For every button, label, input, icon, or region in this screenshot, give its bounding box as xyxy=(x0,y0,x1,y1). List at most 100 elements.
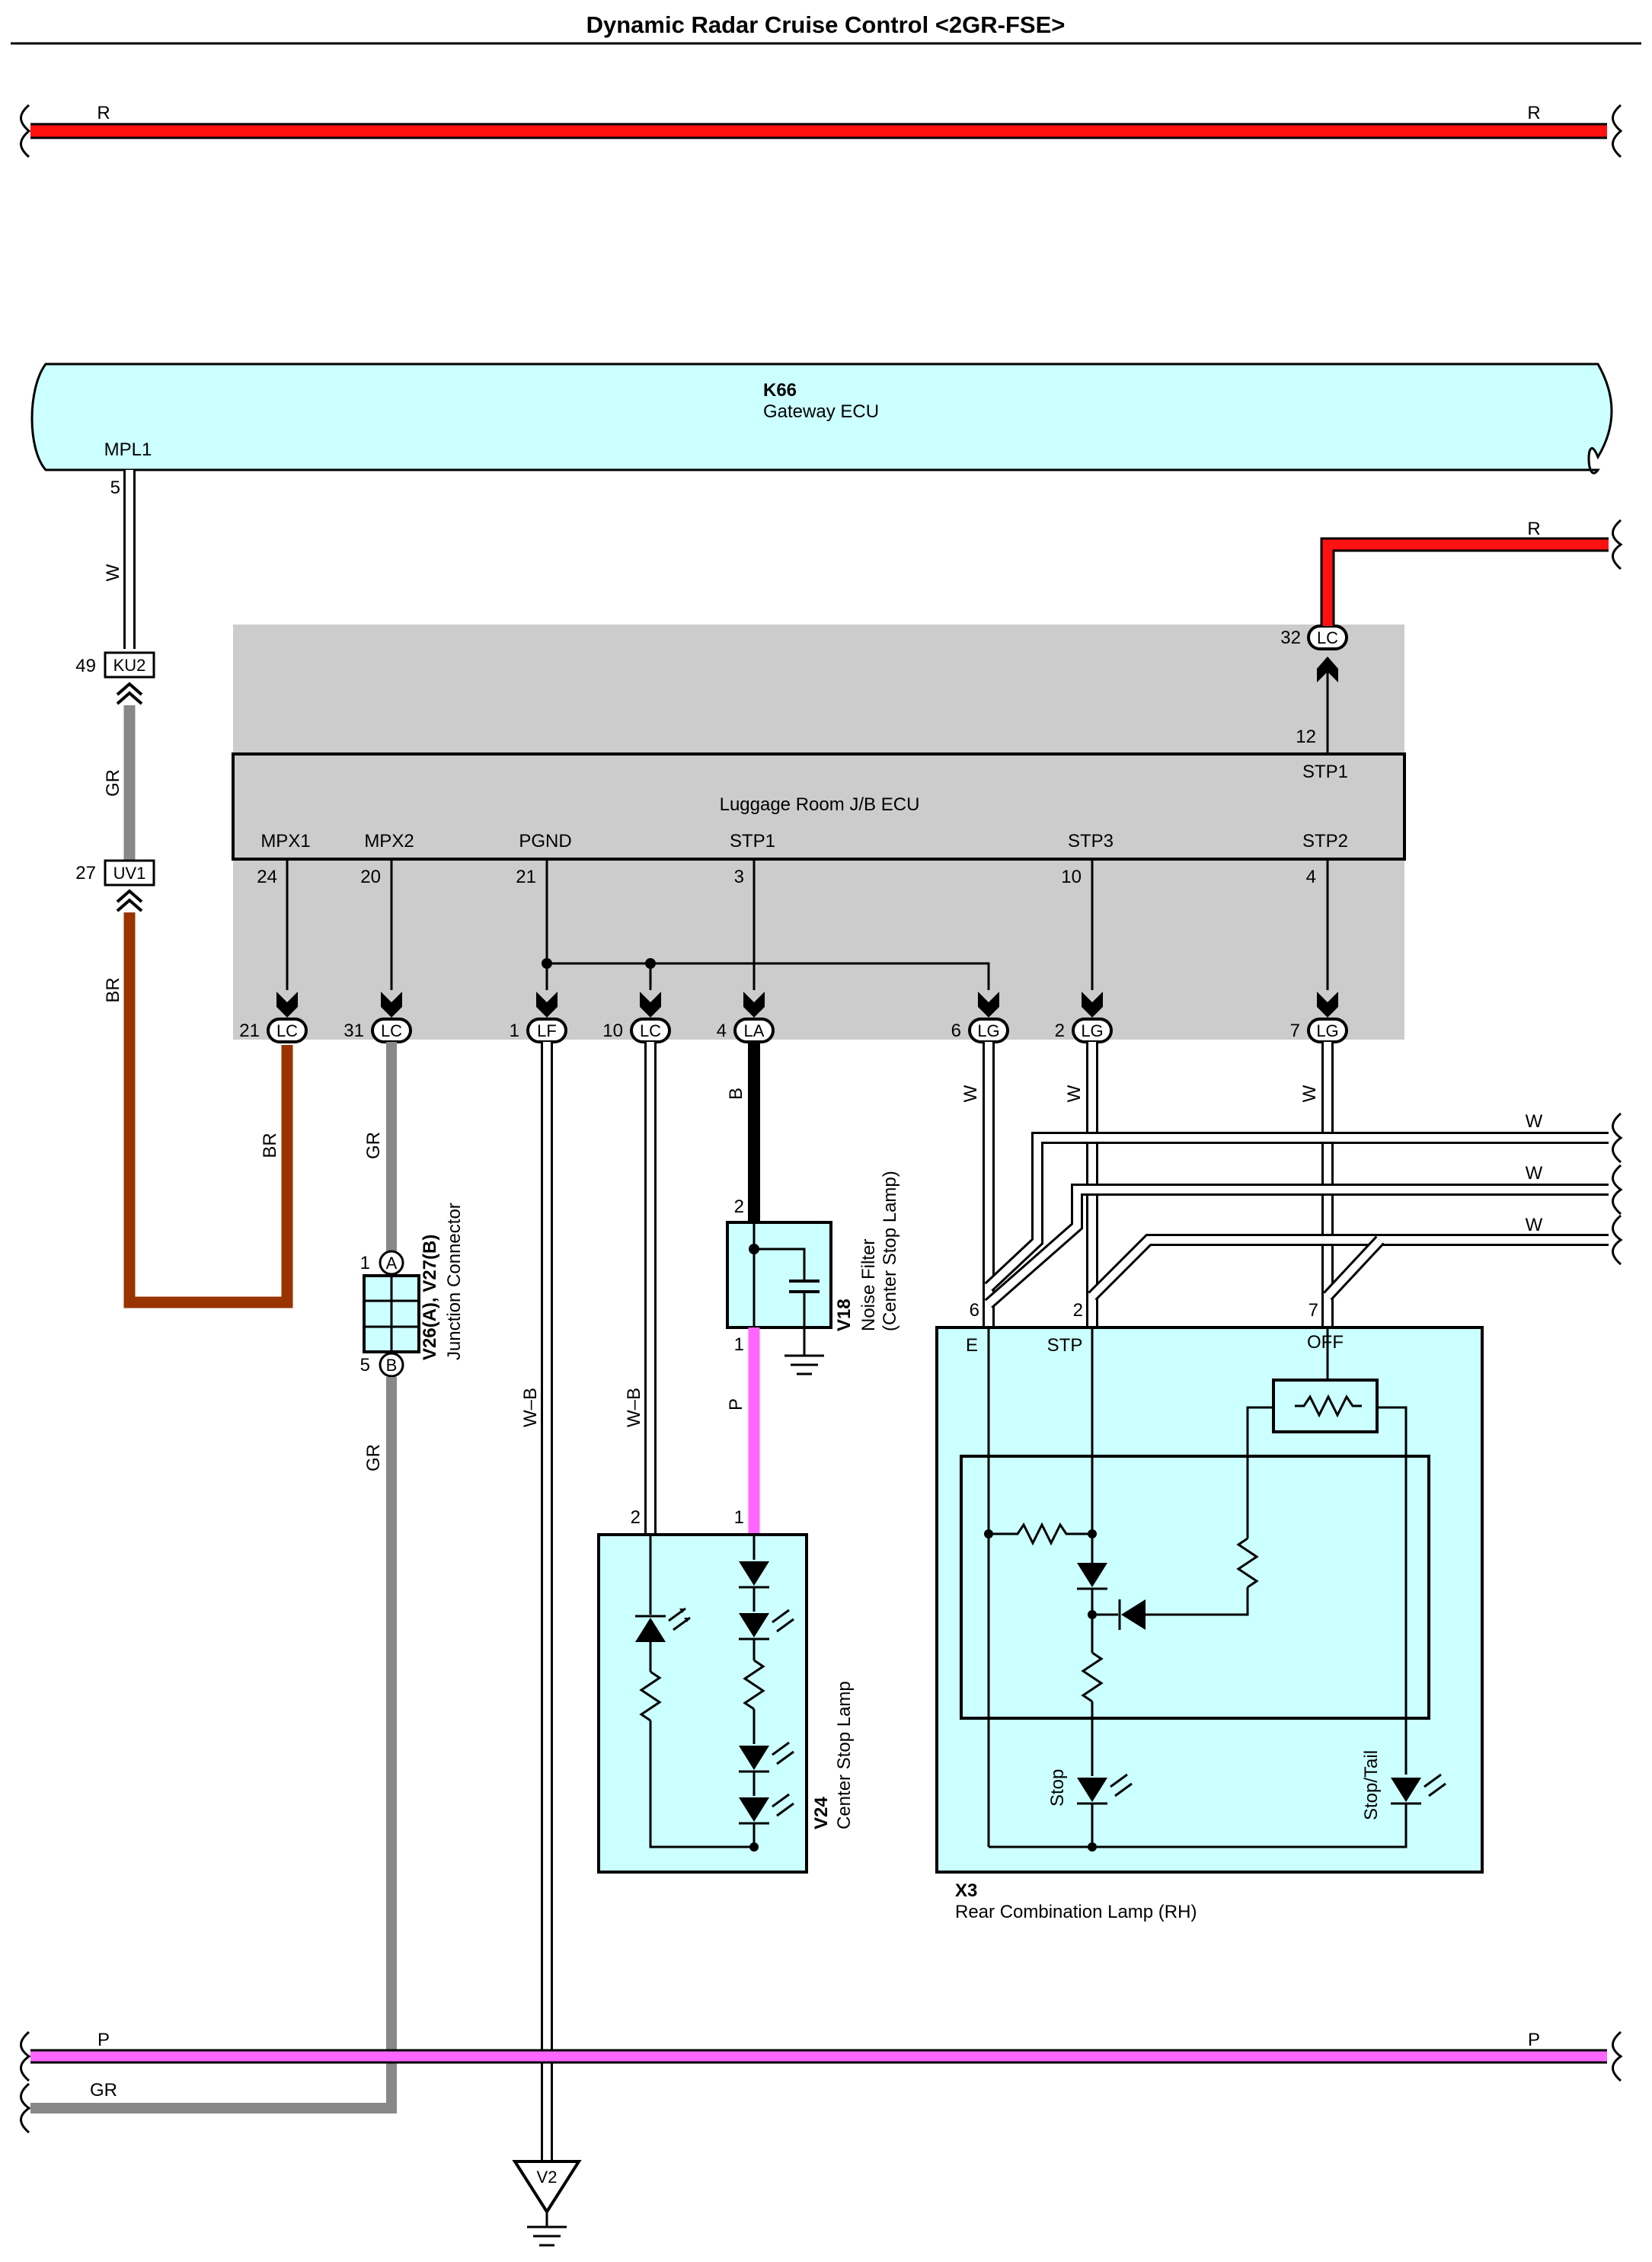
connector-row: LC 21 LC 31 LF 1 LC 10 LA 4 xyxy=(239,992,1348,1043)
junction-connector: A 1 B 5 xyxy=(360,1250,420,1378)
x3-pin-stp: 2 xyxy=(1073,1300,1083,1321)
terminal-stp1: STP1 xyxy=(730,831,775,851)
ground-code: V2 xyxy=(537,2168,558,2187)
wire-label-w-lg2: W xyxy=(1064,1085,1085,1102)
connector-lc21: LC 21 xyxy=(239,992,308,1043)
x3-stop-tail-led xyxy=(1391,1778,1421,1802)
pin-stp3: 10 xyxy=(1061,867,1082,887)
luggage-jb-ecu-box xyxy=(232,752,1406,861)
x3-resistor-stp-lower xyxy=(1081,1651,1104,1703)
wire-label-w-lg7: W xyxy=(1299,1085,1320,1102)
v24-pin-left: 2 xyxy=(631,1507,641,1528)
lg6-pin: 6 xyxy=(951,1021,961,1041)
junction-pin-b: 5 xyxy=(360,1355,370,1375)
wire-label-br-uv1: BR xyxy=(103,977,123,1002)
junction-letter-a: A xyxy=(386,1254,398,1273)
wire-label-br-lc21: BR xyxy=(260,1133,280,1158)
terminal-mpx2: MPX2 xyxy=(364,831,414,851)
resistor-left xyxy=(639,1670,662,1722)
uv1-chevron xyxy=(116,889,143,912)
lc10-pin: 10 xyxy=(602,1021,623,1041)
wire-label-p-bottom-left: P xyxy=(97,2030,110,2050)
x3-name: Rear Combination Lamp (RH) xyxy=(955,1902,1197,1922)
connector-lc31: LC 31 xyxy=(344,992,412,1043)
luggage-top-terminal: STP1 xyxy=(1302,762,1348,782)
x3-terminal-off: OFF xyxy=(1307,1332,1344,1353)
ku2-pin: 49 xyxy=(75,656,96,676)
internal-leads xyxy=(286,670,1329,990)
wire-label-r-top-left: R xyxy=(97,103,110,123)
gateway-terminal-mpl1: MPL1 xyxy=(104,439,152,460)
connector-lg7: LG 7 xyxy=(1290,992,1348,1043)
gateway-ecu-code: K66 xyxy=(763,380,797,401)
junction-pin-a: 1 xyxy=(360,1253,370,1273)
led-right-4 xyxy=(739,1797,769,1822)
la4-pin: 4 xyxy=(717,1021,727,1041)
x3-resistor-e xyxy=(989,1522,1092,1546)
v24-name: Center Stop Lamp xyxy=(834,1681,855,1829)
uv1-pin: 27 xyxy=(75,863,96,883)
luggage-terminals: MPX1 MPX2 PGND STP1 STP3 STP2 24 20 21 3… xyxy=(257,831,1348,887)
connector-la4: LA 4 xyxy=(717,992,775,1043)
wire-r-lc32 xyxy=(1320,519,1623,626)
ku2-chevron xyxy=(116,682,143,705)
wire-label-w-right2: W xyxy=(1526,1163,1543,1184)
wire-br-uv1-lc21 xyxy=(123,912,293,1308)
lf1-pin: 1 xyxy=(510,1021,519,1041)
wire-label-r-top-right: R xyxy=(1527,103,1540,123)
resistor-right xyxy=(743,1659,765,1711)
lc10-code: LC xyxy=(640,1021,661,1040)
ku2-connector xyxy=(104,651,155,679)
v18-pin-top: 2 xyxy=(734,1196,744,1217)
wire-w-right-branches xyxy=(984,1112,1623,1309)
led-right-2 xyxy=(739,1613,769,1637)
x3-label-stop-tail: Stop/Tail xyxy=(1361,1750,1382,1820)
noise-filter-v18: 2 1 xyxy=(726,1196,832,1375)
lc32-pin: 32 xyxy=(1280,628,1301,648)
wire-label-wb-lf: W–B xyxy=(520,1388,541,1427)
wire-label-b-la: B xyxy=(726,1088,746,1100)
lc31-code: LC xyxy=(381,1021,402,1040)
luggage-top-pin: 12 xyxy=(1296,727,1316,747)
connector-lg2: LG 2 xyxy=(1055,992,1113,1043)
ku2-code: KU2 xyxy=(113,656,146,675)
uv1-code: UV1 xyxy=(113,864,146,883)
v18-name: Noise Filter xyxy=(858,1239,879,1331)
connector-lc10: LC 10 xyxy=(602,992,671,1043)
x3-terminal-stp: STP xyxy=(1047,1335,1083,1356)
junction-letter-b: B xyxy=(386,1356,398,1375)
lc32-arrow xyxy=(1317,657,1338,682)
lc21-pin: 21 xyxy=(239,1021,260,1041)
terminal-pgnd: PGND xyxy=(519,831,571,851)
v18-pin-bottom: 1 xyxy=(734,1334,744,1355)
lc32-code: LC xyxy=(1317,628,1338,647)
wire-label-wb-lc10: W–B xyxy=(624,1388,644,1427)
wire-label-w-right3: W xyxy=(1526,1215,1543,1235)
gateway-ecu-name: Gateway ECU xyxy=(763,401,879,422)
v18-sub: (Center Stop Lamp) xyxy=(880,1171,900,1331)
x3-diode-stp xyxy=(1077,1563,1107,1587)
wire-label-p-bottom-right: P xyxy=(1528,2030,1540,2050)
lg6-code: LG xyxy=(977,1021,999,1040)
x3-label-stop: Stop xyxy=(1047,1769,1068,1807)
wire-label-p-v18: P xyxy=(726,1398,746,1411)
wire-label-w-lg6: W xyxy=(960,1085,981,1102)
junction-name: Junction Connector xyxy=(444,1203,465,1360)
connector-lc32: LC 32 xyxy=(1280,625,1348,682)
pink-bus-bottom xyxy=(20,2030,1623,2134)
x3-stop-led xyxy=(1077,1778,1107,1802)
gateway-ecu-box xyxy=(30,363,1613,474)
red-bus-top xyxy=(20,104,1623,158)
uv1-connector xyxy=(104,859,155,887)
led-right-3 xyxy=(739,1746,769,1770)
connector-lf1: LF 1 xyxy=(510,992,567,1043)
led-right-1 xyxy=(739,1561,769,1586)
pin-pgnd: 21 xyxy=(516,867,536,887)
luggage-jb-ecu-name: Luggage Room J/B ECU xyxy=(720,794,920,815)
lf1-code: LF xyxy=(537,1021,557,1040)
junction-code: V26(A), V27(B) xyxy=(420,1235,440,1360)
v24-pin-right: 1 xyxy=(734,1507,744,1528)
wire-label-gr-lower: GR xyxy=(363,1444,384,1471)
la4-code: LA xyxy=(744,1021,765,1040)
lg2-code: LG xyxy=(1081,1021,1103,1040)
